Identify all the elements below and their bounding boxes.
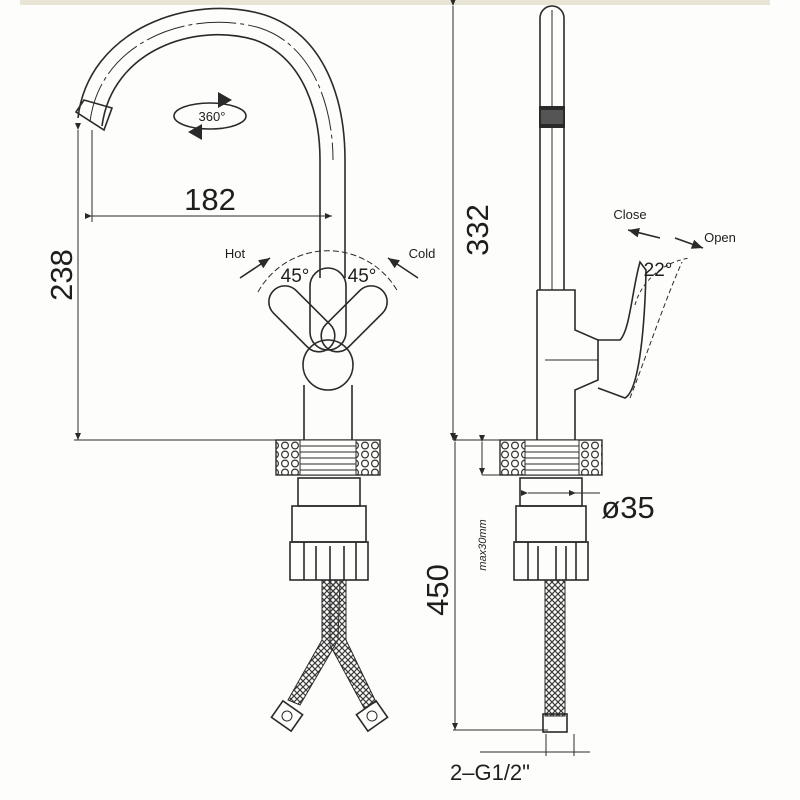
spout-tip	[74, 99, 114, 132]
lever-hot-position	[268, 285, 336, 353]
cold-arrow	[387, 257, 419, 279]
handle-body	[302, 339, 354, 391]
open-label: Open	[704, 230, 736, 245]
mount-nut	[297, 477, 361, 507]
hose-side	[544, 579, 566, 717]
hot-arrow	[239, 257, 271, 279]
hot-label: Hot	[225, 246, 246, 261]
dimension-182: 182	[184, 182, 236, 217]
spout-outer	[77, 7, 346, 278]
front-view: 360° 182 238 Hot Cold 45° 45°	[44, 7, 436, 733]
dimension-238: 238	[44, 249, 79, 301]
rotation-360-icon: 360°	[173, 92, 247, 140]
body-side	[536, 289, 599, 440]
hot-angle: 45°	[281, 266, 310, 287]
spout-inner	[101, 33, 321, 278]
dimension-diameter-35: ø35	[601, 490, 654, 525]
lever-angle: 22°	[644, 260, 673, 281]
lever-center	[309, 267, 347, 351]
hose-nut-left	[270, 699, 304, 733]
top-band	[20, 0, 770, 5]
mount-body	[291, 505, 367, 543]
spout-centerline	[89, 21, 334, 161]
close-label: Close	[613, 207, 646, 222]
lever-cold-position	[320, 285, 388, 353]
rotation-label: 360°	[199, 109, 226, 124]
hose-nut-right	[355, 699, 389, 733]
dimension-450: 450	[420, 564, 455, 616]
cold-angle: 45°	[348, 266, 377, 287]
lever-side	[597, 260, 647, 399]
cold-label: Cold	[409, 246, 436, 261]
dimension-332: 332	[460, 204, 495, 256]
side-view: 332 450 max30mm Close Open 22° ø35	[420, 0, 736, 785]
connection-thread-label: 2–G1/2"	[450, 760, 530, 785]
hose-cold	[329, 579, 377, 709]
spout-tube	[539, 5, 565, 290]
hose-nut-side	[542, 713, 568, 733]
max-thickness-label: max30mm	[477, 519, 489, 570]
close-arrow	[627, 228, 661, 239]
open-arrow	[674, 237, 704, 249]
